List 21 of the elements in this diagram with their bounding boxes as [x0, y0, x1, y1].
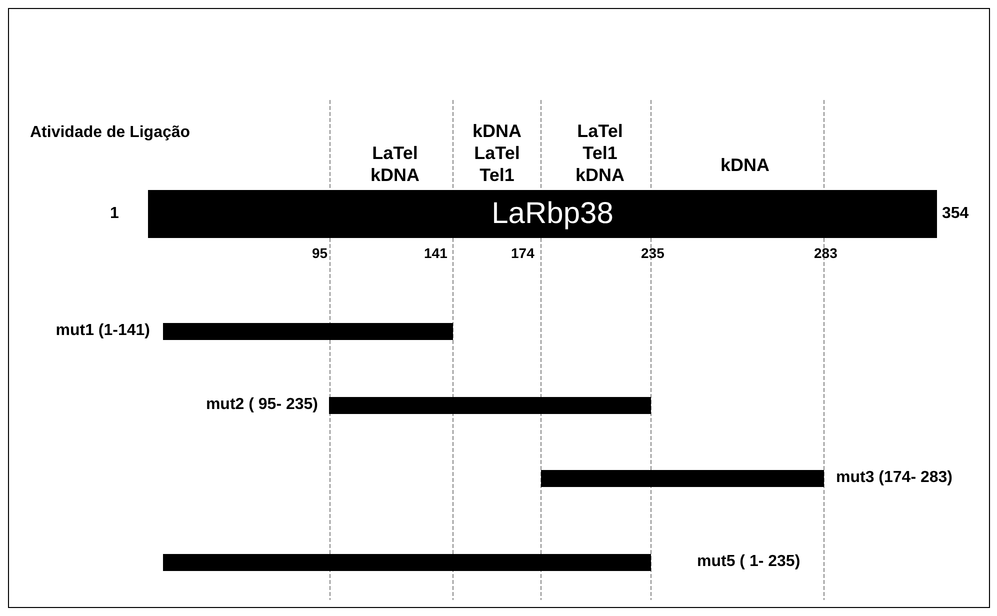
binding-label: kDNA: [719, 154, 770, 176]
position-number: 1: [110, 204, 119, 224]
construct-label: mut1 (1-141): [56, 321, 150, 341]
position-number: 174: [511, 244, 534, 263]
position-number: 283: [814, 244, 838, 263]
position-number: 95: [312, 244, 328, 263]
position-number: 354: [942, 204, 969, 224]
construct-bar: [541, 470, 824, 487]
construct-bar: [329, 397, 651, 414]
binding-label: LaTel Tel1 kDNA: [574, 120, 626, 186]
heading: Atividade de Ligação: [30, 123, 190, 143]
position-number: 235: [641, 244, 664, 263]
construct-bar: [163, 323, 453, 340]
construct-label: mut3 (174- 283): [836, 468, 952, 488]
construct-bar: [163, 554, 651, 571]
position-number: 141: [424, 244, 448, 263]
binding-label: kDNA LaTel Tel1: [471, 120, 522, 186]
protein-bar: LaRbp38: [148, 190, 937, 238]
construct-label: mut5 ( 1- 235): [697, 552, 800, 572]
construct-label: mut2 ( 95- 235): [206, 395, 318, 415]
binding-label: LaTel kDNA: [369, 142, 420, 186]
